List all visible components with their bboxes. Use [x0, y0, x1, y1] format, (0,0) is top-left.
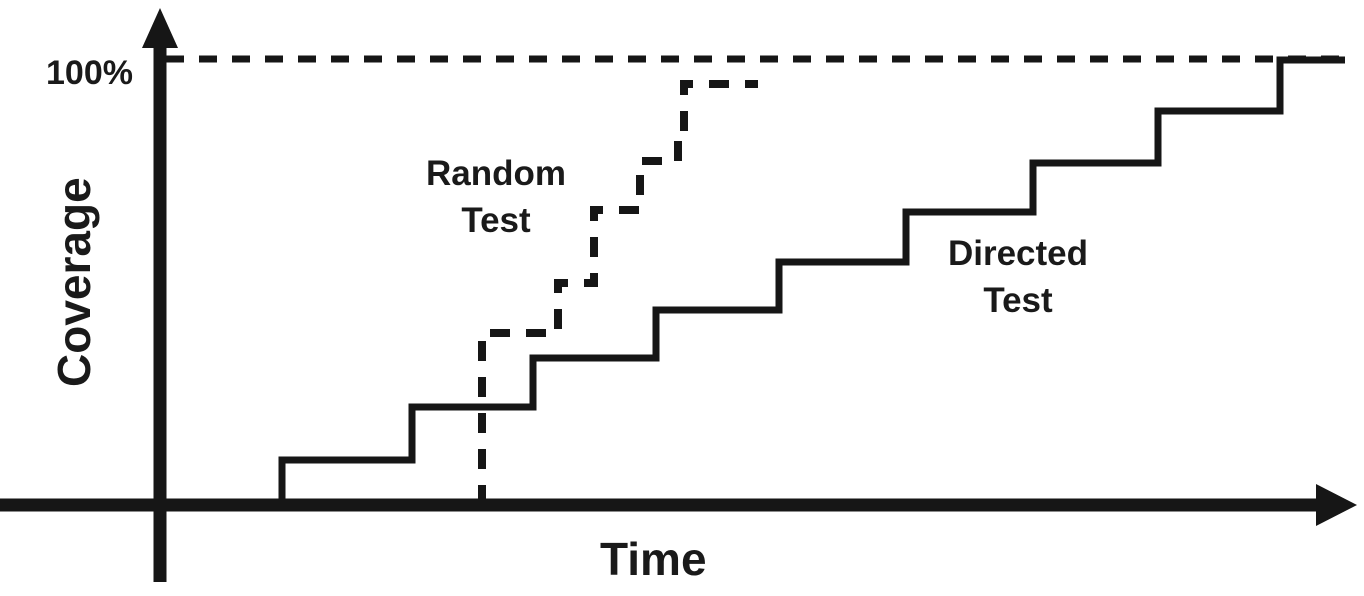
random-test-label-line1: Random	[426, 154, 566, 193]
directed-test-label-line1: Directed	[947, 234, 1089, 273]
directed-test-label-line2: Test	[983, 281, 1053, 321]
directed-test-curve	[278, 56, 1345, 505]
random-test-label-line2: Test	[461, 201, 531, 241]
x-axis-title: Time	[600, 533, 707, 585]
y-axis	[142, 8, 178, 582]
y-axis-title: Coverage	[48, 177, 100, 387]
x-axis	[0, 484, 1357, 526]
directed-test-label: Directed Test	[918, 230, 1118, 325]
random-test-curve	[478, 80, 758, 505]
y-axis-tick-label-100: 100%	[46, 54, 133, 92]
random-test-label: Random Test	[396, 150, 596, 245]
